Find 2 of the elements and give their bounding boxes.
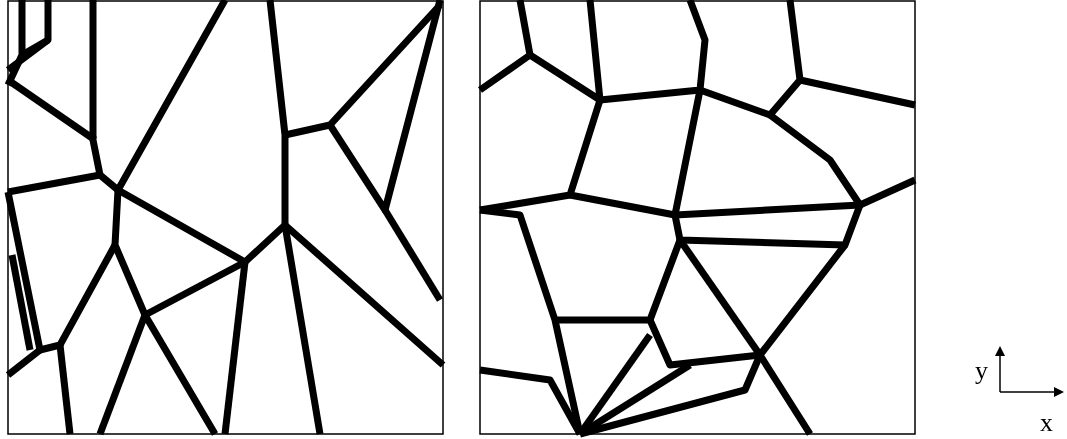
axis-label: y bbox=[975, 358, 988, 384]
axis-label: x bbox=[1040, 410, 1053, 436]
